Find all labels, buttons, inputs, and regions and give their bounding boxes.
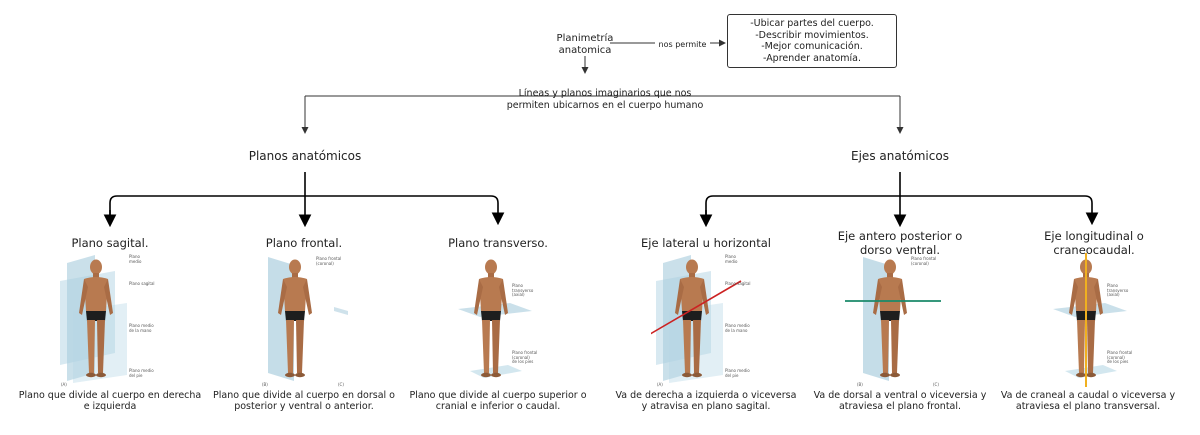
root-line-2: anatomica	[558, 45, 612, 56]
root-concept: Planimetría anatomica	[520, 33, 650, 57]
root-line-1: Planimetría	[556, 33, 614, 44]
label-medio: medio	[725, 258, 738, 264]
label-de-los-pies: de los pies	[512, 359, 534, 364]
label-fig-b: (B)	[857, 382, 863, 387]
desc-line-1: Plano que divide al cuerpo superior o	[409, 390, 587, 401]
label-coronal: (coronal)	[512, 354, 530, 360]
label-plano: Plano	[129, 254, 140, 259]
label-plano-frontal: Plano frontal	[512, 350, 538, 355]
label-plano: Plano	[1107, 283, 1118, 288]
human-figure	[79, 259, 113, 378]
label-plano-medio: Plano medio	[725, 368, 750, 373]
label-plano-medio: Plano medio	[725, 323, 750, 328]
label-plano-frontal: Plano frontal	[316, 256, 342, 261]
desc-plano-sagital: Plano que divide al cuerpo en derecha e …	[0, 390, 220, 412]
desc-line-1: Va de dorsal a ventral o viceversia y	[813, 390, 987, 401]
purposes-box: -Ubicar partes del cuerpo. -Describir mo…	[727, 14, 897, 68]
lateral-axis-line	[651, 280, 742, 335]
human-figure	[873, 259, 907, 378]
label-plano-sagital: Plano sagital	[725, 281, 751, 286]
label-fig-c: (C)	[933, 382, 939, 387]
title-eje-longitudinal: Eje longitudinal o craneocaudal.	[1014, 229, 1174, 257]
label-de-la-mano: de la mano	[129, 327, 152, 333]
link-label: nos permite	[655, 40, 710, 49]
label-plano-frontal: Plano frontal	[1107, 350, 1133, 355]
label-plano-sagital: Plano sagital	[129, 281, 155, 286]
desc-eje-antero-posterior: Va de dorsal a ventral o viceversia y at…	[790, 390, 1010, 412]
label-transverso: transverso	[1107, 287, 1129, 293]
label-plano-medio: Plano medio	[129, 368, 154, 373]
desc-line-2: cranial e inferior o caudal.	[435, 401, 561, 412]
purpose-item: -Mejor comunicación.	[761, 41, 863, 52]
label-fig: (A)	[61, 382, 67, 387]
desc-line-2: posterior y ventral o anterior.	[234, 401, 374, 412]
desc-line-2: y atravisa en plano sagital.	[641, 401, 771, 412]
illustration-eje-antero-posterior: Plano frontal(coronal) (B) (C)	[845, 253, 955, 388]
definition: Líneas y planos imaginarios que nos perm…	[470, 88, 740, 111]
label-de-la-mano: de la mano	[725, 327, 748, 333]
label-medio: medio	[129, 258, 142, 264]
desc-line-1: Plano que divide al cuerpo en dorsal o	[213, 390, 395, 401]
label-coronal: (coronal)	[911, 260, 929, 266]
desc-line-2: atraviesa el plano frontal.	[838, 401, 962, 412]
title-plano-frontal: Plano frontal.	[265, 236, 343, 250]
label-plano: Plano	[725, 254, 736, 259]
label-coronal: (coronal)	[316, 260, 334, 266]
purpose-item: -Ubicar partes del cuerpo.	[750, 18, 874, 29]
human-figure	[278, 259, 312, 378]
label-del-pie: del pie	[129, 372, 143, 378]
purpose-item: -Describir movimientos.	[755, 29, 869, 41]
label-plano: Plano	[512, 283, 523, 288]
desc-line-1: Plano que divide al cuerpo en derecha	[18, 390, 202, 401]
desc-eje-longitudinal: Va de craneal a caudal o viceversa y atr…	[978, 390, 1198, 412]
desc-plano-frontal: Plano que divide al cuerpo en dorsal o p…	[194, 390, 414, 412]
desc-plano-transverso: Plano que divide al cuerpo superior o cr…	[388, 390, 608, 412]
title-line-2: dorso ventral.	[859, 243, 941, 257]
desc-line-2: atraviesa el plano transversal.	[1015, 401, 1161, 412]
branch-planes: Planos anatómicos	[248, 149, 362, 163]
label-del-pie: del pie	[725, 372, 739, 378]
label-axial: (axial)	[1107, 292, 1120, 297]
definition-line-1: Líneas y planos imaginarios que nos	[518, 88, 692, 99]
desc-line-1: Va de derecha a izquierda o viceversa	[615, 390, 797, 401]
human-figure	[474, 259, 508, 378]
title-line-1: Eje longitudinal o	[1044, 229, 1144, 243]
branch-axes: Ejes anatómicos	[851, 149, 949, 163]
title-plano-sagital: Plano sagital.	[71, 236, 149, 250]
label-fig-b: (B)	[262, 382, 268, 387]
label-coronal: (coronal)	[1107, 354, 1125, 360]
label-axial: (axial)	[512, 292, 525, 297]
title-plano-transverso: Plano transverso.	[448, 236, 548, 250]
human-figure	[675, 259, 709, 378]
label-plano-medio: Plano medio	[129, 323, 154, 328]
title-line-1: Eje antero posterior o	[837, 229, 963, 243]
title-eje-lateral: Eje lateral u horizontal	[641, 236, 771, 250]
label-de-los-pies: de los pies	[1107, 359, 1129, 364]
illustration-frontal: Plano frontal(coronal) (B) (C)	[250, 253, 360, 388]
title-line-2: craneocaudal.	[1053, 243, 1135, 257]
title-eje-antero-posterior: Eje antero posterior o dorso ventral.	[820, 229, 980, 257]
label-fig-c: (C)	[338, 382, 344, 387]
label-transverso: transverso	[512, 287, 534, 293]
definition-line-2: permiten ubicarnos en el cuerpo humano	[506, 99, 704, 111]
desc-line-2: e izquierda	[83, 401, 137, 412]
label-fig: (A)	[657, 382, 663, 387]
purpose-item: -Aprender anatomía.	[762, 52, 862, 64]
desc-line-1: Va de craneal a caudal o viceversa y	[1000, 390, 1176, 401]
label-plano-frontal: Plano frontal	[911, 256, 937, 261]
desc-eje-lateral: Va de derecha a izquierda o viceversa y …	[596, 390, 816, 412]
